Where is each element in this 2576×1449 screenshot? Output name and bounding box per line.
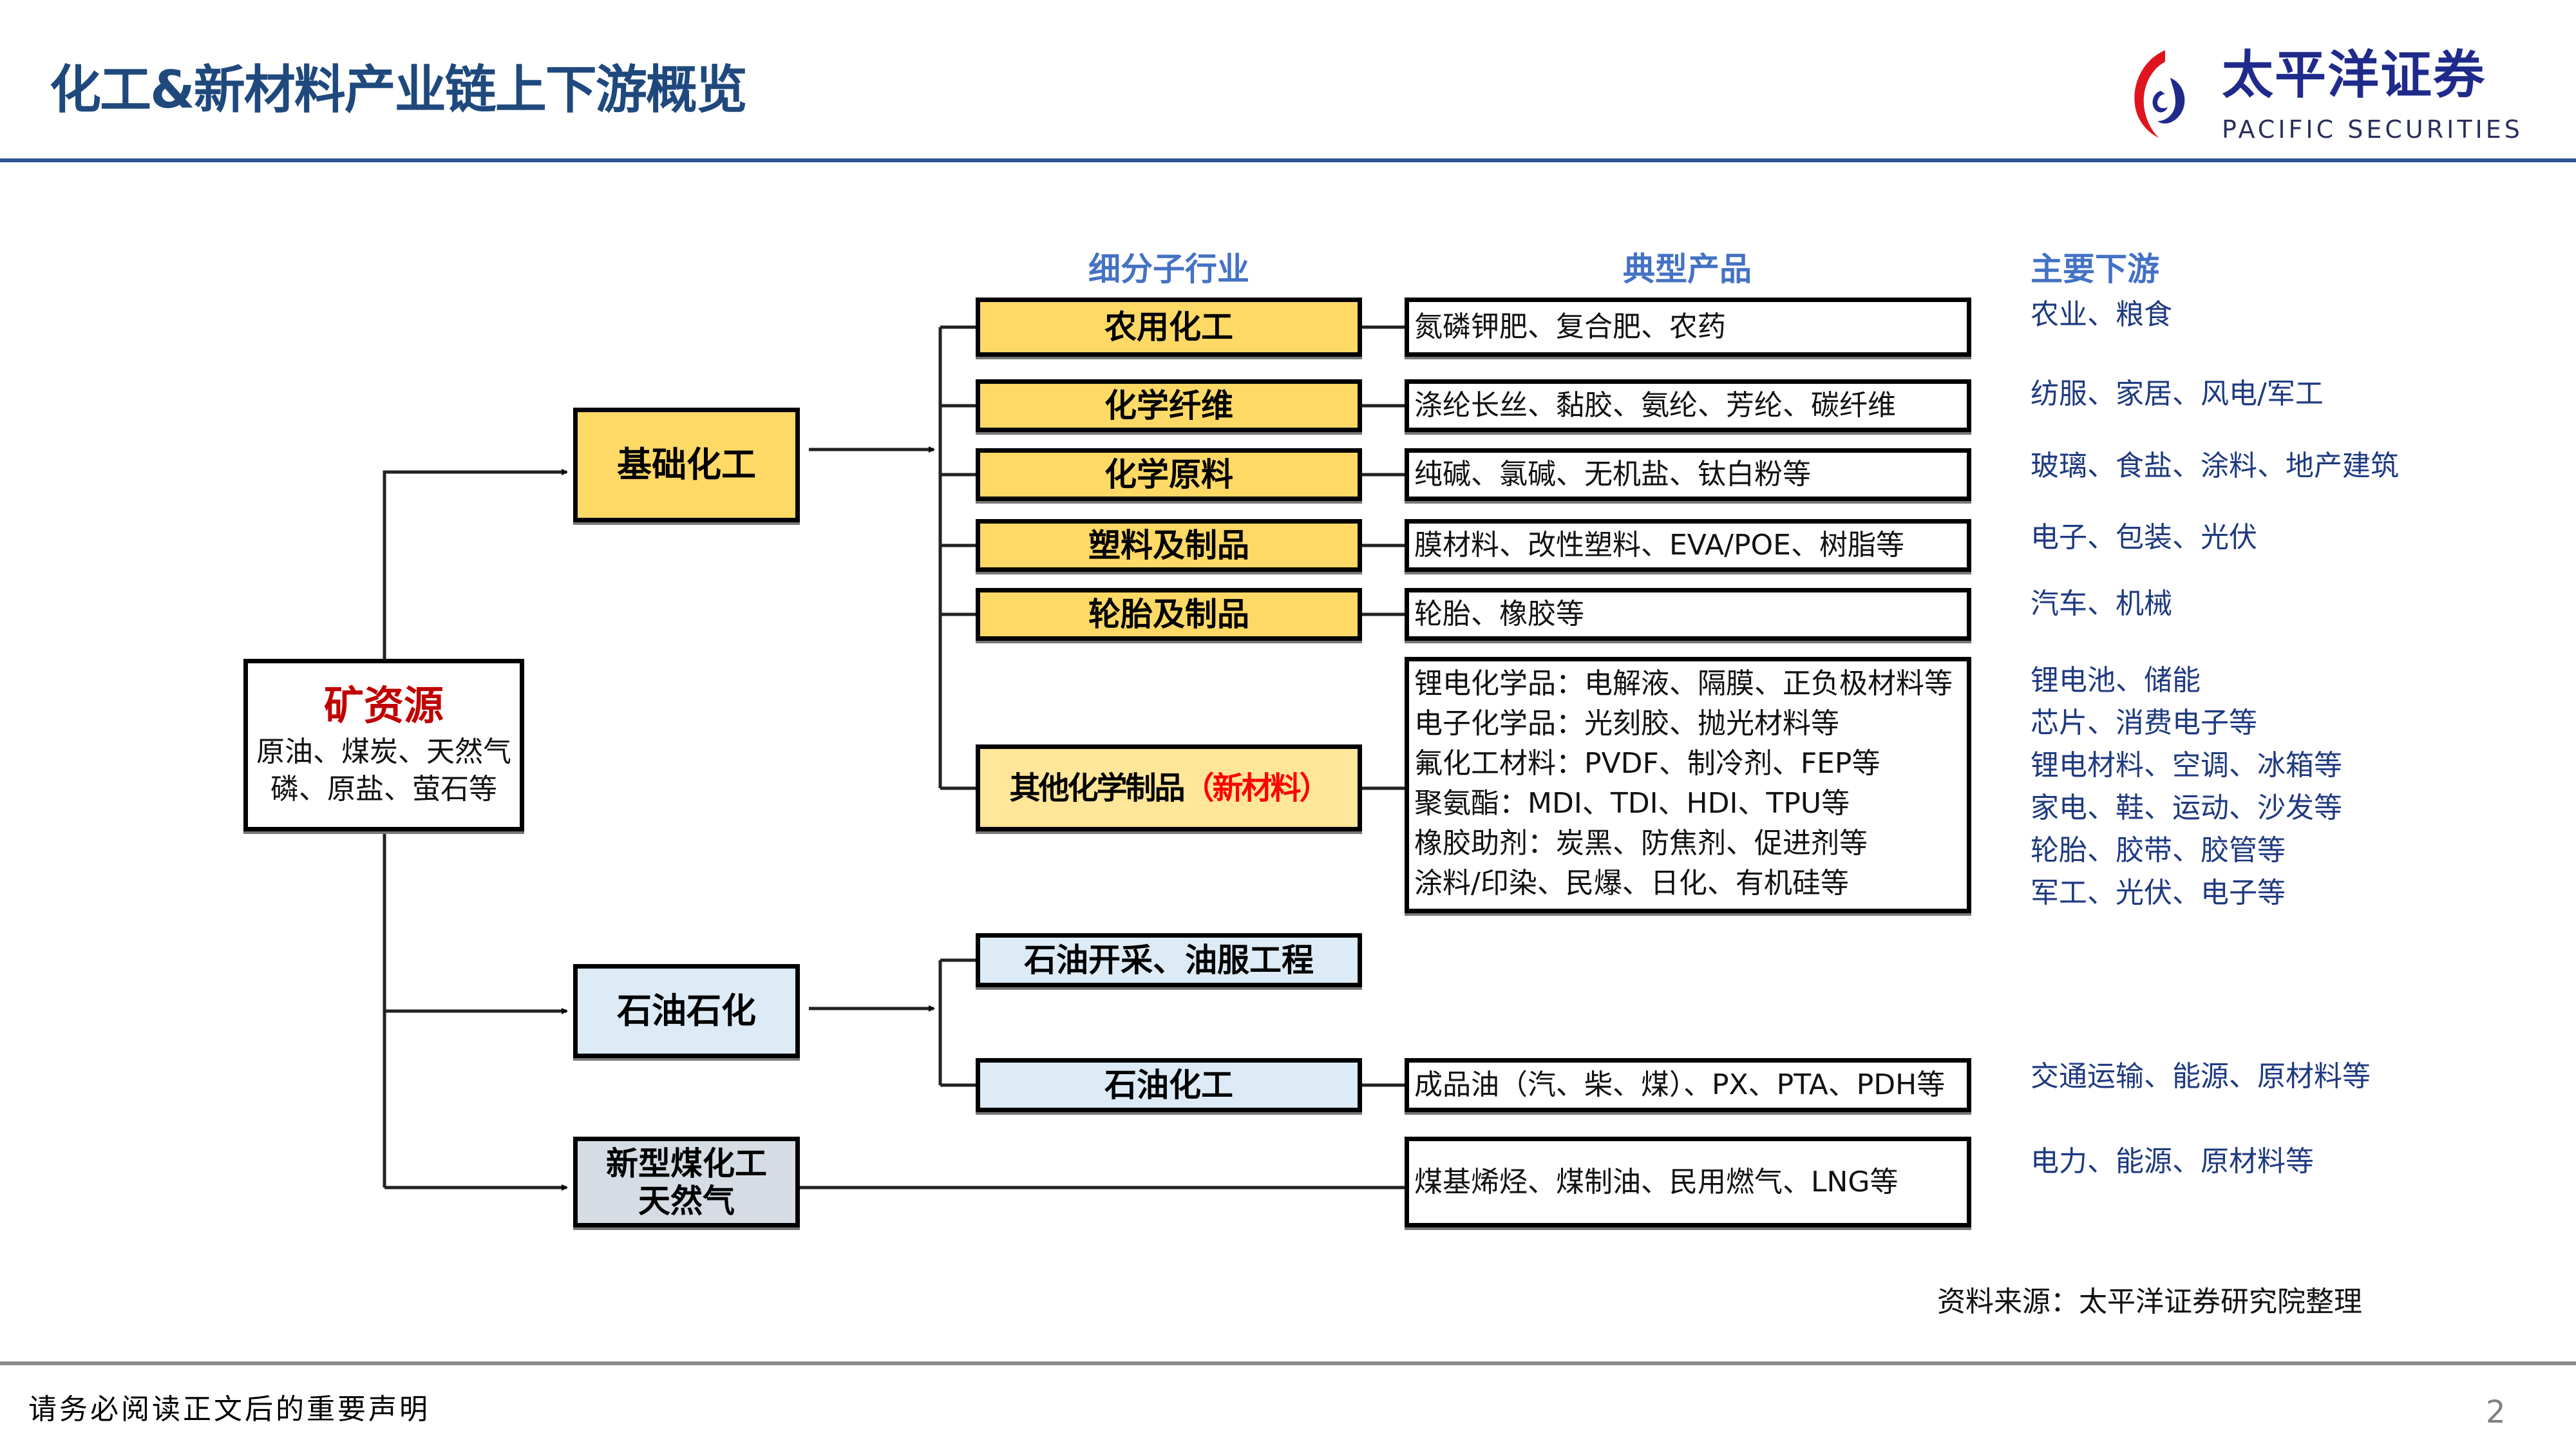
product-line: 锂电化学品：电解液、隔膜、正负极材料等 <box>1414 667 1953 700</box>
downstream-petrochemical: 交通运输、能源、原材料等 <box>2031 1060 2371 1093</box>
downstream-other-chemicals: 锂电池、储能 芯片、消费电子等 锂电材料、空调、冰箱等 家电、鞋、运动、沙发等 … <box>2031 659 2342 914</box>
sector-coal-chemicals-gas: 新型煤化工 天然气 <box>573 1137 800 1227</box>
downstream-tires: 汽车、机械 <box>2031 587 2172 620</box>
source-note: 资料来源：太平洋证券研究院整理 <box>1937 1285 2362 1318</box>
sub-industry-petrochemical-engineering: 石油化工 <box>976 1058 1362 1112</box>
product-line: 氟化工材料：PVDF、制冷剂、FEP等 <box>1414 747 1880 780</box>
sub-industry-chemical-raw-materials: 化学原料 <box>976 448 1362 501</box>
sub-industry-plastics: 塑料及制品 <box>976 519 1362 572</box>
sub-industry-label: 化学原料 <box>1104 456 1233 493</box>
product-line: 涂料/印染、民爆、日化、有机硅等 <box>1414 867 1849 900</box>
new-materials-highlight: （新材料） <box>1183 770 1331 806</box>
company-logo: 太平洋证券 PACIFIC SECURITIES <box>2125 43 2570 152</box>
sector-label-line1: 新型煤化工 <box>606 1144 767 1182</box>
source-node-line2: 磷、原盐、萤石等 <box>270 773 497 806</box>
sub-industry-label: 石油开采、油服工程 <box>1024 942 1314 979</box>
header-divider <box>0 158 2576 162</box>
column-header-downstream: 主要下游 <box>2031 251 2159 288</box>
sub-industry-other-chemicals-new-materials: 其他化学制品 （新材料） <box>976 744 1362 831</box>
source-node-line1: 原油、煤炭、天然气 <box>256 735 511 768</box>
products-text: 膜材料、改性塑料、EVA/POE、树脂等 <box>1414 529 1904 562</box>
products-text: 煤基烯烃、煤制油、民用燃气、LNG等 <box>1414 1165 1899 1198</box>
sub-industry-label: 农用化工 <box>1104 308 1233 346</box>
products-chemical-raw-materials: 纯碱、氯碱、无机盐、钛白粉等 <box>1405 448 1971 501</box>
products-lines: 锂电化学品：电解液、隔膜、正负极材料等 电子化学品：光刻胶、抛光材料等 氟化工材… <box>1414 664 1953 904</box>
downstream-line: 芯片、消费电子等 <box>2031 706 2257 739</box>
trunk-line-up <box>383 469 568 659</box>
sector-label-line2: 天然气 <box>638 1182 735 1220</box>
downstream-line: 轮胎、胶带、胶管等 <box>2031 834 2286 867</box>
products-petrochemical: 成品油（汽、柴、煤）、PX、PTA、PDH等 <box>1405 1058 1971 1112</box>
sub-industry-label-group: 其他化学制品 （新材料） <box>1009 769 1331 808</box>
downstream-line: 锂电池、储能 <box>2031 664 2201 697</box>
source-node-mineral-resources: 矿资源 原油、煤炭、天然气 磷、原盐、萤石等 <box>243 659 524 831</box>
products-text: 纯碱、氯碱、无机盐、钛白粉等 <box>1414 458 1811 491</box>
products-coal-chemicals: 煤基烯烃、煤制油、民用燃气、LNG等 <box>1405 1137 1971 1227</box>
sub-industry-label: 化学纤维 <box>1104 387 1233 424</box>
products-chemical-fibers: 涤纶长丝、黏胶、氨纶、芳纶、碳纤维 <box>1405 379 1971 432</box>
sector-basic-chemicals: 基础化工 <box>573 408 800 522</box>
footer-divider <box>0 1361 2576 1365</box>
downstream-coal-chemicals: 电力、能源、原材料等 <box>2031 1145 2314 1178</box>
sub-industry-label: 其他化学制品 <box>1009 770 1185 806</box>
downstream-plastics: 电子、包装、光伏 <box>2031 521 2257 554</box>
logo-english-name: PACIFIC SECURITIES <box>2222 115 2523 144</box>
downstream-agrochemicals: 农业、粮食 <box>2031 298 2172 331</box>
sub-industry-label: 石油化工 <box>1104 1066 1233 1104</box>
product-line: 电子化学品：光刻胶、抛光材料等 <box>1414 707 1839 740</box>
sector-label: 基础化工 <box>617 444 756 485</box>
column-header-sub-industry: 细分子行业 <box>1088 251 1249 288</box>
sub-industry-label: 塑料及制品 <box>1088 527 1249 564</box>
disclaimer-text: 请务必阅读正文后的重要声明 <box>28 1393 430 1426</box>
products-tires: 轮胎、橡胶等 <box>1405 588 1971 641</box>
sub-industry-label: 轮胎及制品 <box>1088 596 1249 633</box>
sector-label: 石油石化 <box>617 990 756 1031</box>
sub-industry-agrochemicals: 农用化工 <box>976 298 1362 357</box>
products-text: 氮磷钾肥、复合肥、农药 <box>1414 310 1726 343</box>
products-agrochemicals: 氮磷钾肥、复合肥、农药 <box>1405 298 1971 357</box>
product-line: 聚氨酯：MDI、TDI、HDI、TPU等 <box>1414 787 1850 820</box>
downstream-chemical-raw-materials: 玻璃、食盐、涂料、地产建筑 <box>2031 450 2399 482</box>
sector-petrochemicals: 石油石化 <box>573 964 800 1058</box>
products-plastics: 膜材料、改性塑料、EVA/POE、树脂等 <box>1405 519 1971 572</box>
sub-industry-oil-extraction-services: 石油开采、油服工程 <box>976 933 1362 987</box>
column-header-typical-products: 典型产品 <box>1623 251 1752 288</box>
products-other-chemicals: 锂电化学品：电解液、隔膜、正负极材料等 电子化学品：光刻胶、抛光材料等 氟化工材… <box>1405 657 1971 913</box>
downstream-line: 家电、鞋、运动、沙发等 <box>2031 791 2342 824</box>
source-node-title: 矿资源 <box>323 682 444 729</box>
pacific-logo-icon <box>2134 50 2185 138</box>
downstream-line: 军工、光伏、电子等 <box>2031 876 2286 909</box>
page-title: 化工&新材料产业链上下游概览 <box>50 60 748 120</box>
downstream-chemical-fibers: 纺服、家居、风电/军工 <box>2031 377 2324 410</box>
sub-industry-chemical-fibers: 化学纤维 <box>976 379 1362 432</box>
products-text: 成品油（汽、柴、煤）、PX、PTA、PDH等 <box>1414 1068 1946 1101</box>
sub-industry-tires: 轮胎及制品 <box>976 588 1362 641</box>
logo-chinese-name: 太平洋证券 <box>2222 45 2486 105</box>
products-text: 轮胎、橡胶等 <box>1414 598 1584 630</box>
products-text: 涤纶长丝、黏胶、氨纶、芳纶、碳纤维 <box>1414 389 1896 422</box>
downstream-line: 锂电材料、空调、冰箱等 <box>2031 749 2342 782</box>
page-number: 2 <box>2486 1394 2506 1430</box>
product-line: 橡胶助剂：炭黑、防焦剂、促进剂等 <box>1414 827 1868 860</box>
